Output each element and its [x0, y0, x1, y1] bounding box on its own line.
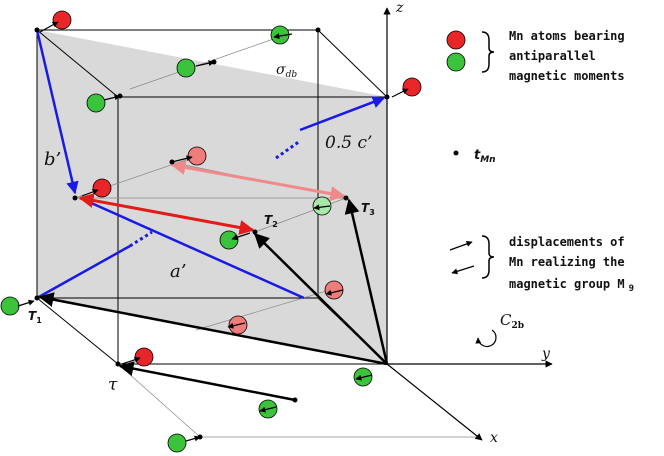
axis-y-label: y: [541, 346, 551, 362]
displacement-arrows: [17, 21, 409, 442]
legend-disp-arrow-down: [451, 265, 475, 275]
legend: Mn atoms bearing antiparallel magnetic m…: [446, 29, 634, 294]
atom-green: [219, 230, 239, 250]
legend-brace-icon: [481, 31, 495, 73]
C2b-label: C2b: [500, 311, 524, 331]
a-prime-label: a’: [170, 261, 186, 282]
atom-red: [92, 178, 112, 198]
c-half-label: 0.5 c’: [325, 133, 372, 153]
atom-green: [176, 58, 196, 78]
legend-atom-green: [446, 52, 466, 72]
legend-disp-line1: displacements of: [509, 235, 625, 249]
atom-red: [52, 10, 72, 30]
atom-red: [187, 146, 207, 166]
c2b-rotation-icon: [475, 329, 497, 348]
legend-atoms-line1: Mn atoms bearing: [509, 29, 625, 43]
tMn-points: [34, 27, 390, 440]
atom-red: [324, 280, 344, 300]
legend-atom-red: [446, 30, 466, 50]
atom-green: [312, 196, 332, 216]
legend-brace-icon: [481, 235, 495, 279]
legend-tMn-label: tMn: [474, 148, 496, 165]
T3-pink-vector: [170, 160, 346, 201]
translation-vectors: [38, 198, 389, 402]
c-half-vector: [299, 96, 386, 132]
tau-label: τ: [108, 375, 118, 395]
legend-atoms-line3: magnetic moments: [509, 69, 625, 83]
axis-z-label: z: [395, 0, 404, 16]
axes: [383, 7, 553, 441]
mn-atoms: [0, 10, 422, 453]
c-half-vector-dotted: [275, 139, 301, 160]
T2-red-vector: [78, 193, 255, 235]
a-prime-vector: [36, 244, 131, 300]
legend-disp-line2: Mn realizing the: [509, 255, 625, 269]
axis-x-label: x: [490, 430, 498, 446]
atom-green: [86, 93, 106, 113]
legend-tMn-dot: [453, 150, 459, 156]
sigma-db-label: σdb: [276, 62, 297, 80]
T3-label: T3: [361, 201, 375, 217]
T1-label: T1: [28, 309, 42, 325]
atom-red: [402, 77, 422, 97]
a-prime-vector-dotted: [129, 230, 153, 248]
b-prime-vector: [35, 29, 79, 195]
T2-label: T2: [264, 213, 278, 229]
legend-atoms-line2: antiparallel: [509, 49, 596, 63]
atom-green: [167, 433, 187, 453]
b-prime-label: b’: [44, 149, 61, 170]
legend-disp-arrow-up: [449, 241, 473, 251]
atom-red: [134, 347, 154, 367]
atom-green: [0, 296, 20, 316]
